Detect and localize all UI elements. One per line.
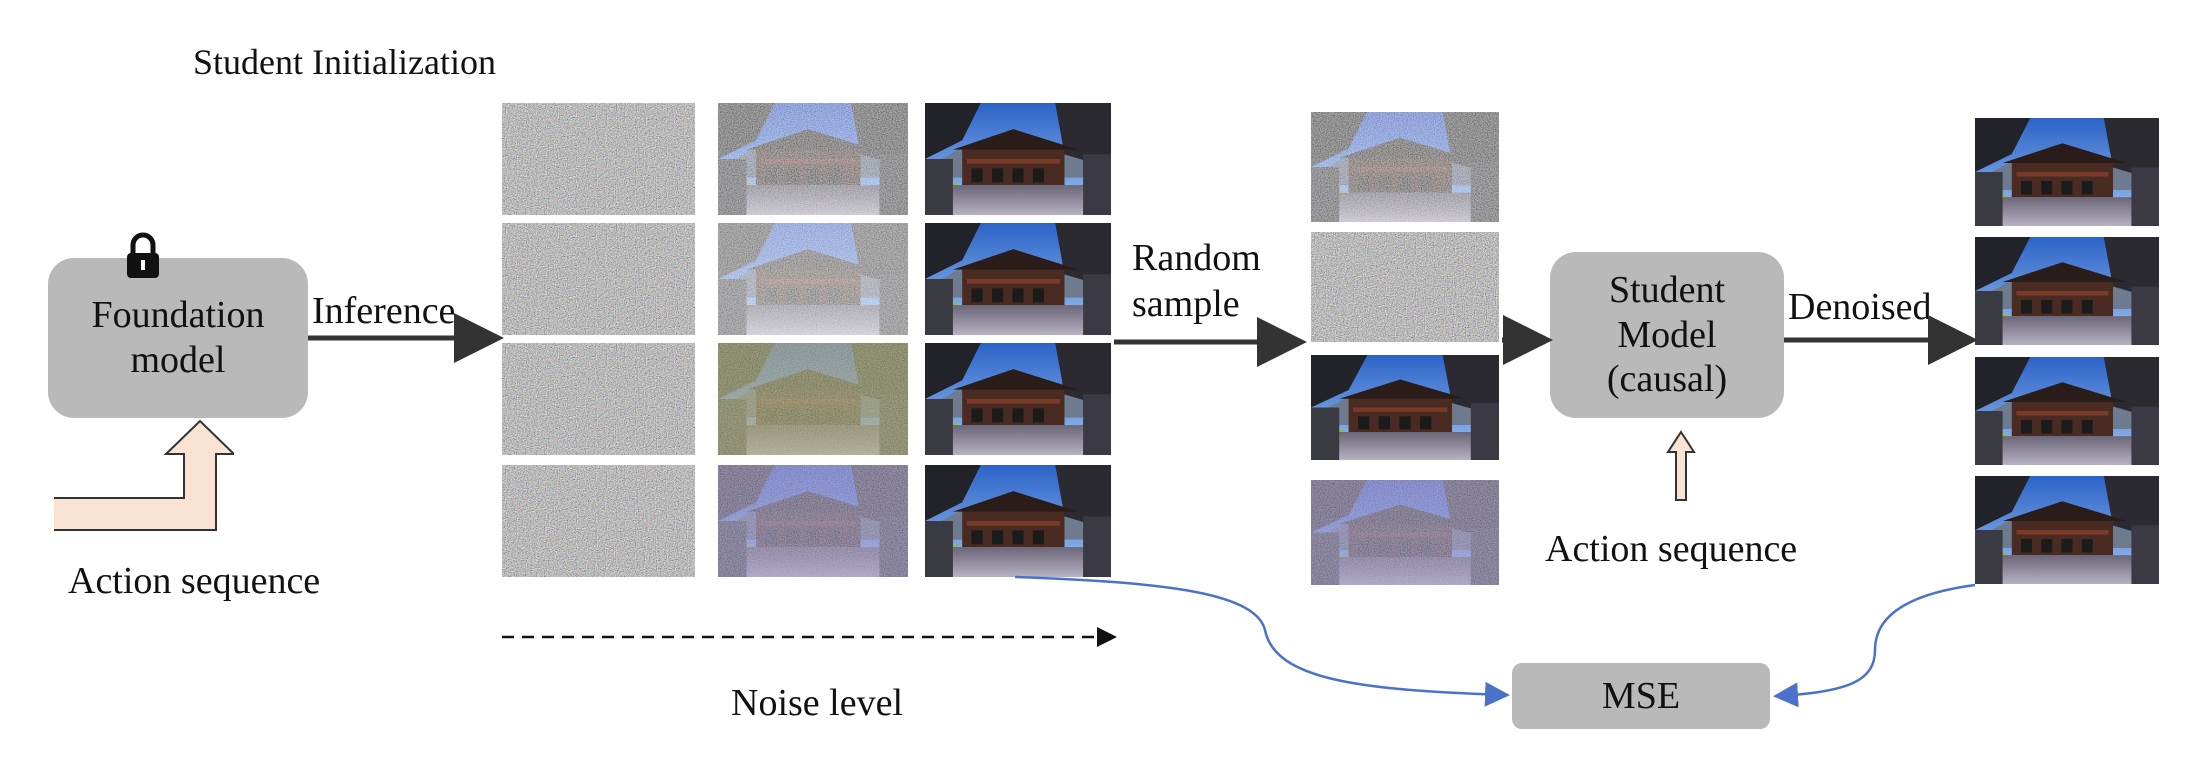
action-arrow-icon — [54, 419, 234, 531]
noise-tile-2 — [502, 223, 695, 335]
sample-tile-4 — [1311, 480, 1499, 585]
foundation-model-line2: model — [130, 339, 226, 381]
action-sequence-right: Action sequence — [1545, 528, 1798, 570]
noise-tile-1 — [502, 103, 695, 215]
student-model-box: Student Model (causal) — [1550, 252, 1784, 418]
student-model-line1: Student — [1608, 268, 1726, 311]
partial-noise-tile-3 — [718, 343, 908, 455]
action-up-arrow-icon — [1666, 430, 1696, 501]
student-model-line2: Model — [1617, 313, 1717, 356]
noise-tile-4 — [502, 465, 695, 577]
foundation-model-box: Foundation model — [48, 258, 308, 418]
title: Student Initialization — [193, 42, 496, 82]
sample-tile-2 — [1311, 232, 1499, 342]
noise-tile-3 — [502, 343, 695, 455]
mse-label: MSE — [1601, 674, 1681, 717]
denoised-label: Denoised — [1788, 286, 1932, 328]
mse-box: MSE — [1512, 663, 1770, 729]
random-sample-line2: sample — [1132, 282, 1240, 325]
student-model-line3: (causal) — [1606, 358, 1728, 401]
denoised-to-mse-curve — [1773, 583, 1976, 708]
lock-icon — [127, 232, 159, 278]
clean-to-mse-curve — [1014, 575, 1510, 707]
foundation-model-line1: Foundation — [91, 294, 265, 337]
inference-label: Inference — [312, 290, 456, 332]
noise-level-label: Noise level — [731, 682, 904, 724]
random-sample-line1: Random — [1132, 237, 1261, 279]
partial-noise-tile-4 — [718, 465, 908, 577]
action-sequence-left: Action sequence — [68, 560, 321, 602]
random-sample-label: Random sample — [1132, 236, 1261, 327]
